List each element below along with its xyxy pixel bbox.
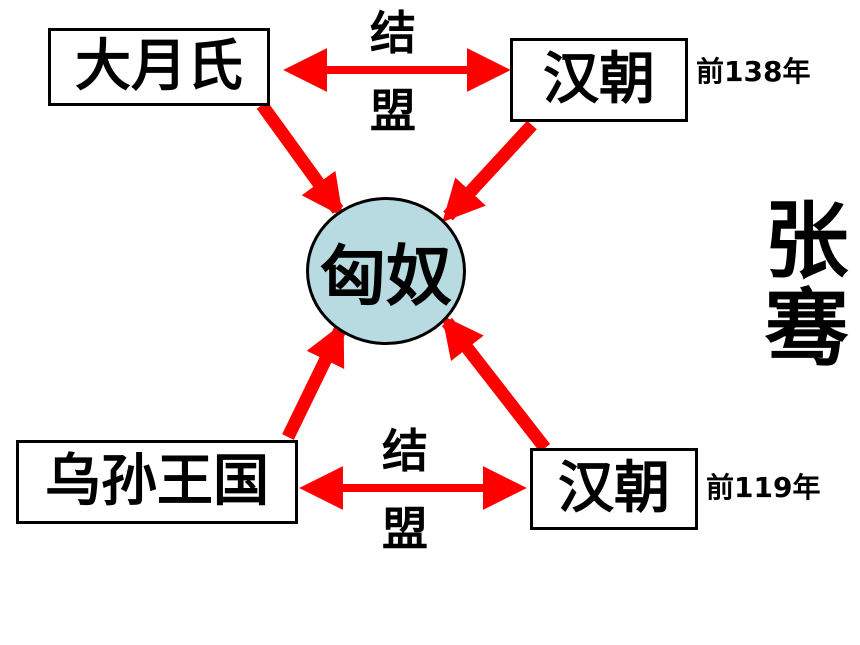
node-yuezhi: 大月氏 bbox=[48, 28, 270, 106]
person-name: 张骞 bbox=[751, 196, 849, 372]
node-wusun: 乌孙王国 bbox=[16, 440, 298, 524]
node-wusun-label: 乌孙王国 bbox=[45, 449, 269, 514]
alliance-bottom-char2: 盟 bbox=[382, 502, 428, 556]
node-yuezhi-label: 大月氏 bbox=[75, 34, 243, 99]
arrow-yuezhi-to-xiongnu bbox=[256, 101, 344, 217]
year-bottom: 前119年 bbox=[706, 471, 821, 504]
node-han-top: 汉朝 bbox=[510, 38, 688, 122]
node-han-bottom-label: 汉朝 bbox=[558, 456, 670, 521]
alliance-top-char1: 结 bbox=[370, 6, 416, 60]
arrow-han-bottom-to-xiongnu bbox=[441, 315, 551, 452]
arrow-wusun-to-xiongnu bbox=[282, 322, 346, 440]
node-xiongnu: 匈奴 bbox=[306, 197, 466, 345]
node-xiongnu-label: 匈奴 bbox=[320, 238, 452, 315]
alliance-bottom-char1: 结 bbox=[382, 424, 428, 478]
alliance-top-char2: 盟 bbox=[370, 84, 416, 138]
arrow-han-top-to-xiongnu bbox=[442, 120, 537, 223]
year-top: 前138年 bbox=[696, 55, 811, 88]
node-han-top-label: 汉朝 bbox=[543, 47, 655, 112]
node-han-bottom: 汉朝 bbox=[530, 448, 698, 530]
